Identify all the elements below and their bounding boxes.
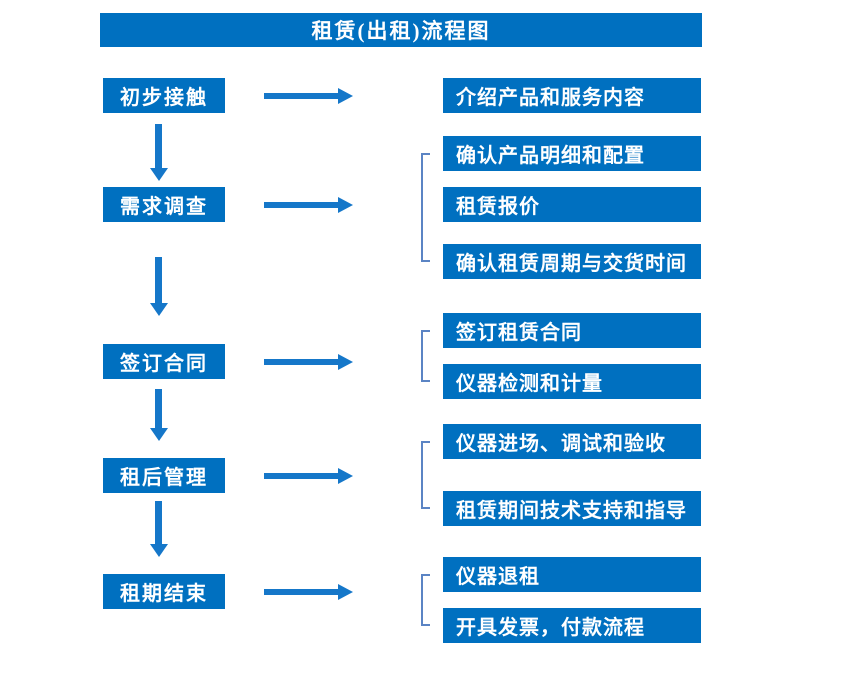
detail-box-invoice-payment-process: 开具发票，付款流程 bbox=[443, 608, 701, 643]
stage-label: 初步接触 bbox=[120, 87, 208, 109]
stage-box-post-rental-management: 租后管理 bbox=[103, 458, 225, 493]
detail-box-instrument-arrival-acceptance: 仪器进场、调试和验收 bbox=[443, 424, 701, 459]
arrow-head bbox=[150, 544, 168, 557]
group-bracket bbox=[421, 330, 430, 382]
arrow-shaft bbox=[264, 473, 338, 479]
arrow-right-icon bbox=[264, 88, 353, 104]
arrow-down-icon bbox=[150, 389, 168, 441]
detail-label: 仪器进场、调试和验收 bbox=[456, 433, 666, 455]
flowchart-title: 租赁(出租)流程图 bbox=[311, 19, 491, 43]
stage-box-demand-survey: 需求调查 bbox=[103, 187, 225, 222]
arrow-shaft bbox=[155, 257, 162, 303]
arrow-head bbox=[338, 468, 353, 484]
arrow-right-icon bbox=[264, 197, 353, 213]
arrow-head bbox=[150, 303, 168, 316]
arrow-shaft bbox=[155, 501, 162, 544]
arrow-head bbox=[338, 197, 353, 213]
arrow-head bbox=[338, 88, 353, 104]
group-bracket bbox=[421, 441, 430, 509]
detail-box-confirm-product-configuration: 确认产品明细和配置 bbox=[443, 136, 701, 171]
arrow-down-icon bbox=[150, 124, 168, 181]
detail-box-technical-support-guidance: 租赁期间技术支持和指导 bbox=[443, 491, 701, 526]
detail-box-instrument-return: 仪器退租 bbox=[443, 557, 701, 592]
arrow-head bbox=[338, 354, 353, 370]
arrow-shaft bbox=[264, 589, 338, 595]
arrow-down-icon bbox=[150, 501, 168, 557]
group-bracket bbox=[421, 574, 430, 626]
stage-label: 租后管理 bbox=[120, 467, 208, 489]
arrow-shaft bbox=[264, 93, 338, 99]
detail-label: 仪器检测和计量 bbox=[456, 373, 603, 395]
detail-label: 开具发票，付款流程 bbox=[456, 617, 645, 639]
arrow-right-icon bbox=[264, 468, 353, 484]
arrow-shaft bbox=[155, 124, 162, 168]
arrow-shaft bbox=[264, 359, 338, 365]
detail-label: 签订租赁合同 bbox=[456, 322, 582, 344]
stage-box-sign-contract: 签订合同 bbox=[103, 344, 225, 379]
arrow-head bbox=[150, 428, 168, 441]
stage-label: 需求调查 bbox=[120, 196, 208, 218]
detail-box-confirm-rental-period-delivery: 确认租赁周期与交货时间 bbox=[443, 244, 701, 279]
detail-label: 仪器退租 bbox=[456, 566, 540, 588]
stage-label: 租期结束 bbox=[120, 583, 208, 605]
stage-label: 签订合同 bbox=[120, 353, 208, 375]
detail-label: 确认产品明细和配置 bbox=[456, 145, 645, 167]
stage-box-lease-end: 租期结束 bbox=[103, 574, 225, 609]
flowchart-title-bar: 租赁(出租)流程图 bbox=[100, 13, 702, 47]
detail-label: 介绍产品和服务内容 bbox=[456, 87, 645, 109]
arrow-head bbox=[150, 168, 168, 181]
detail-label: 租赁期间技术支持和指导 bbox=[456, 500, 687, 522]
detail-label: 租赁报价 bbox=[456, 196, 540, 218]
arrow-right-icon bbox=[264, 584, 353, 600]
arrow-shaft bbox=[264, 202, 338, 208]
group-bracket bbox=[421, 153, 430, 262]
arrow-head bbox=[338, 584, 353, 600]
detail-box-instrument-testing-metrology: 仪器检测和计量 bbox=[443, 364, 701, 399]
detail-box-sign-rental-contract: 签订租赁合同 bbox=[443, 313, 701, 348]
detail-label: 确认租赁周期与交货时间 bbox=[456, 253, 687, 275]
arrow-right-icon bbox=[264, 354, 353, 370]
detail-box-rental-quotation: 租赁报价 bbox=[443, 187, 701, 222]
stage-box-initial-contact: 初步接触 bbox=[103, 78, 225, 113]
arrow-shaft bbox=[155, 389, 162, 428]
detail-box-introduce-products-services: 介绍产品和服务内容 bbox=[443, 78, 701, 113]
arrow-down-icon bbox=[150, 257, 168, 316]
